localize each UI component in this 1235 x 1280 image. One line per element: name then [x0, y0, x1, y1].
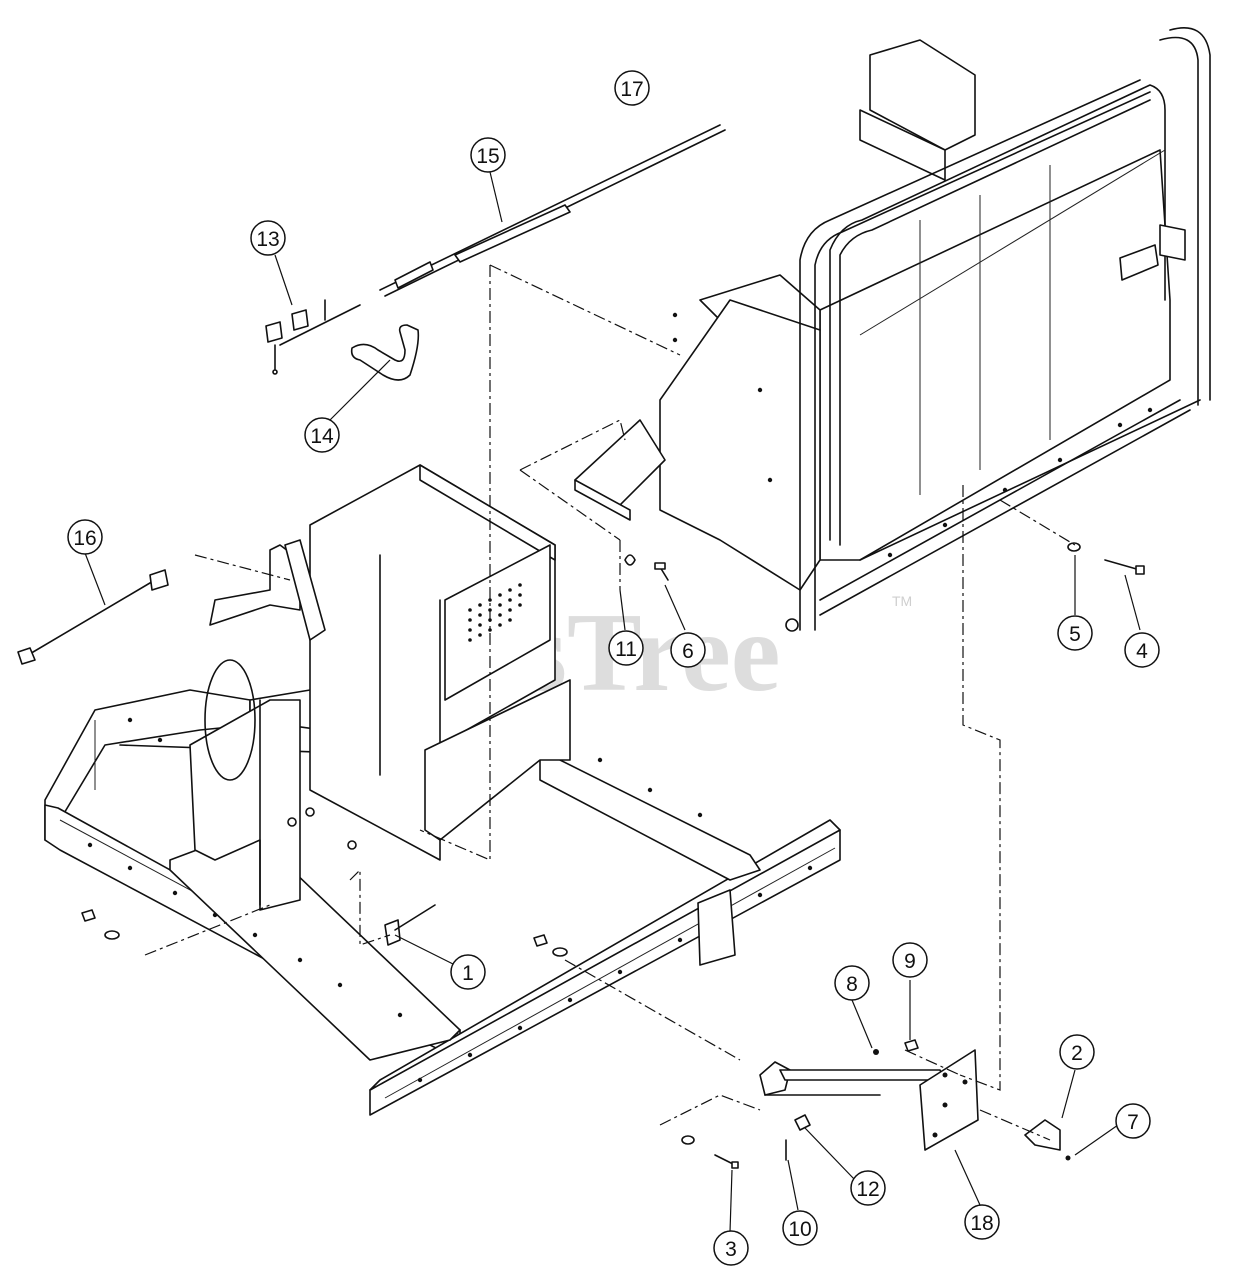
- callout-5: 5: [1057, 615, 1093, 651]
- rail-hardware: [81, 909, 568, 957]
- svg-text:4: 4: [1136, 640, 1148, 663]
- svg-text:12: 12: [856, 1178, 879, 1201]
- svg-text:5: 5: [1069, 623, 1081, 646]
- callout-18: 18: [964, 1204, 1000, 1240]
- svg-text:14: 14: [310, 425, 334, 448]
- svg-text:16: 16: [73, 527, 96, 550]
- svg-text:1: 1: [462, 962, 474, 985]
- bag-hardware: [624, 542, 1145, 581]
- svg-text:6: 6: [682, 640, 694, 663]
- svg-text:2: 2: [1071, 1042, 1083, 1065]
- frame-fastener: [384, 904, 436, 946]
- battery-box-assembly: [189, 464, 571, 911]
- watermark-trademark: TM: [892, 593, 912, 609]
- callout-12: 12: [850, 1170, 886, 1206]
- callout-3: 3: [713, 1230, 749, 1266]
- wiring-harness: [265, 299, 361, 375]
- callout-8: 8: [834, 965, 870, 1001]
- callout-7: 7: [1115, 1103, 1151, 1139]
- leader-lines: [84, 171, 1141, 1233]
- callout-14: 14: [304, 417, 340, 453]
- alignment-lines: [144, 264, 1076, 1141]
- svg-text:7: 7: [1127, 1111, 1139, 1134]
- cable-assembly: [379, 124, 726, 297]
- throttle-cable: [17, 569, 169, 665]
- svg-text:8: 8: [846, 973, 858, 996]
- callout-11: 11: [608, 630, 644, 666]
- callout-17: 17: [614, 70, 650, 106]
- svg-text:9: 9: [904, 950, 916, 973]
- callout-4: 4: [1124, 632, 1160, 668]
- callout-6: 6: [670, 632, 706, 668]
- vent-perforations: [468, 583, 522, 642]
- svg-text:3: 3: [725, 1238, 737, 1261]
- grass-catcher-assembly: [574, 27, 1211, 632]
- hose-part: [350, 324, 420, 381]
- svg-text:13: 13: [256, 228, 279, 251]
- callout-1: 1: [450, 954, 486, 990]
- svg-text:10: 10: [788, 1218, 811, 1241]
- mounting-bracket-assembly: [681, 1039, 1071, 1169]
- callout-13: 13: [250, 220, 286, 256]
- svg-text:15: 15: [476, 145, 499, 168]
- svg-text:18: 18: [970, 1212, 993, 1235]
- callout-10: 10: [782, 1210, 818, 1246]
- svg-text:11: 11: [615, 638, 637, 661]
- callout-2: 2: [1059, 1034, 1095, 1070]
- callout-15: 15: [470, 137, 506, 173]
- svg-text:17: 17: [620, 78, 643, 101]
- callout-9: 9: [892, 942, 928, 978]
- callout-16: 16: [67, 519, 103, 555]
